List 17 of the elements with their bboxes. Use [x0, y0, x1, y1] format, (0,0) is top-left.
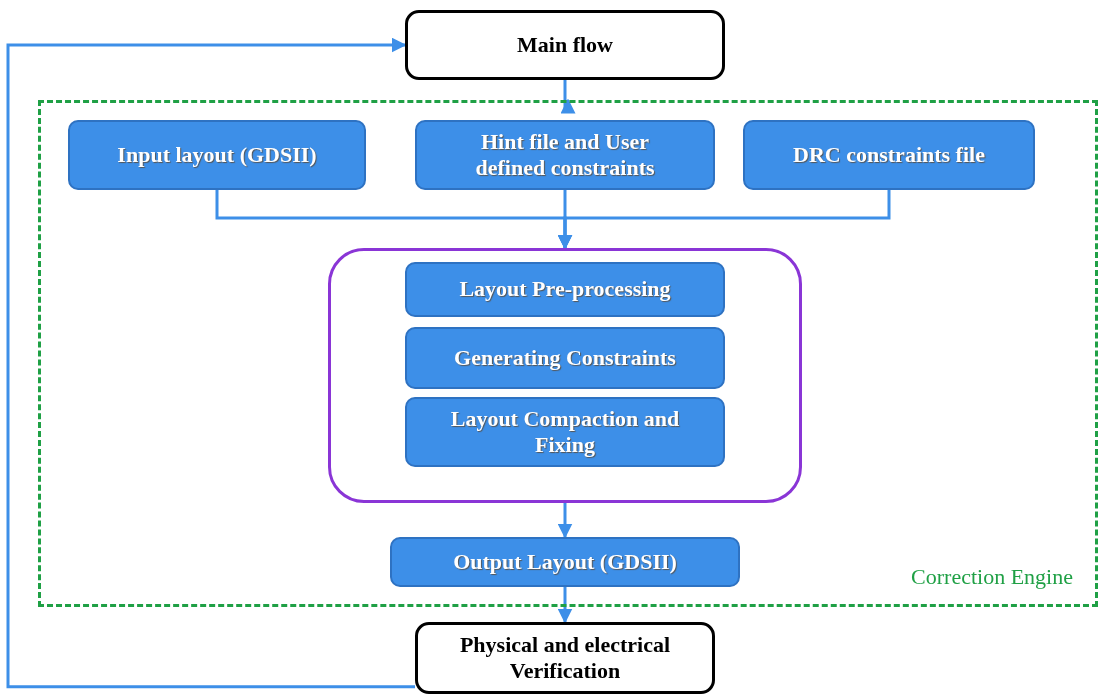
group-label: Correction Engine [911, 564, 1073, 590]
process-box: Main flow [405, 10, 725, 80]
arrow [557, 190, 891, 250]
process-box: Output Layout (GDSII) [390, 537, 740, 587]
process-box: Hint file and User defined constraints [415, 120, 715, 190]
group-frame [38, 100, 1098, 607]
group-frame [328, 248, 802, 503]
arrow [557, 587, 573, 624]
arrow [6, 37, 415, 689]
process-box: Layout Compaction and Fixing [405, 397, 725, 467]
process-box: Physical and electrical Verification [415, 622, 715, 694]
arrow [560, 80, 576, 114]
process-box: Generating Constraints [405, 327, 725, 389]
process-box: DRC constraints file [743, 120, 1035, 190]
process-box: Layout Pre-processing [405, 262, 725, 317]
process-box: Input layout (GDSII) [68, 120, 366, 190]
arrow [557, 503, 573, 539]
